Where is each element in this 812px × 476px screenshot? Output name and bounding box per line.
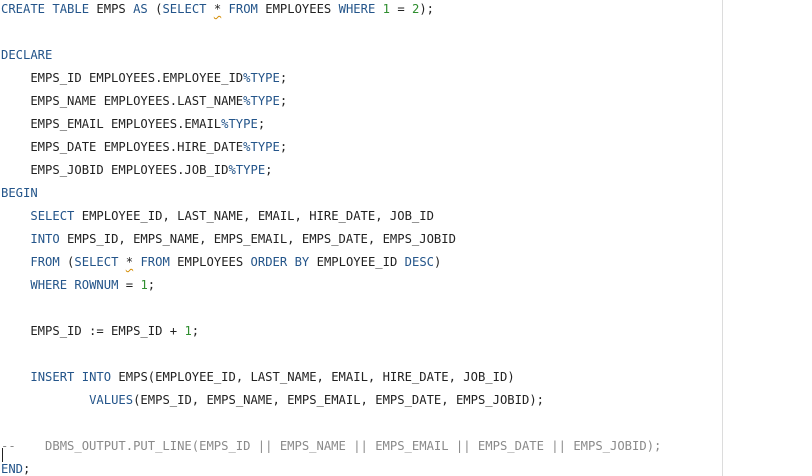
code-text	[375, 2, 382, 16]
code-line[interactable]: INSERT INTO EMPS(EMPLOYEE_ID, LAST_NAME,…	[1, 368, 811, 391]
code-line[interactable]: SELECT EMPLOYEE_ID, LAST_NAME, EMAIL, HI…	[1, 207, 811, 230]
code-text	[1, 278, 30, 292]
numeric-literal: 1	[140, 278, 148, 292]
sql-keyword: AS	[133, 2, 148, 16]
right-margin-guide	[722, 0, 723, 476]
code-text: EMPLOYEE_ID, LAST_NAME, EMAIL, HIRE_DATE…	[74, 209, 434, 223]
code-line[interactable]: FROM (SELECT * FROM EMPLOYEES ORDER BY E…	[1, 253, 811, 276]
code-text: EMPLOYEES	[257, 2, 339, 16]
sql-keyword: INSERT	[30, 370, 75, 384]
sql-keyword: FROM	[30, 255, 60, 269]
sql-keyword: %TYPE	[221, 117, 258, 131]
code-text: );	[419, 2, 435, 16]
code-line[interactable]	[1, 23, 811, 46]
code-line[interactable]: END;	[1, 460, 811, 476]
code-line[interactable]: WHERE ROWNUM = 1;	[1, 276, 811, 299]
code-text: EMPLOYEES	[169, 255, 251, 269]
code-text: EMPS_DATE EMPLOYEES.HIRE_DATE	[1, 140, 244, 154]
code-text: ;	[279, 71, 288, 85]
numeric-literal: 1	[184, 324, 192, 338]
sql-keyword: BEGIN	[1, 186, 38, 200]
wildcard-warning: *	[125, 255, 134, 269]
code-line[interactable]: EMPS_EMAIL EMPLOYEES.EMAIL%TYPE;	[1, 115, 811, 138]
numeric-literal: 2	[412, 2, 420, 16]
code-text: ;	[265, 163, 273, 177]
sql-keyword: SELECT	[30, 209, 75, 223]
code-text	[118, 255, 125, 269]
code-text: (	[59, 255, 75, 269]
code-text	[207, 2, 214, 16]
code-text: EMPLOYEE_ID	[309, 255, 405, 269]
sql-keyword: %TYPE	[243, 94, 280, 108]
numeric-literal: 1	[382, 2, 390, 16]
code-text: ;	[279, 94, 288, 108]
sql-keyword: SELECT	[74, 255, 119, 269]
sql-keyword: WHERE	[30, 278, 68, 292]
sql-keyword: DECLARE	[1, 48, 53, 62]
code-line[interactable]: EMPS_ID EMPLOYEES.EMPLOYEE_ID%TYPE;	[1, 69, 811, 92]
sql-keyword: INTO	[30, 232, 60, 246]
code-text: EMPS_ID EMPLOYEES.EMPLOYEE_ID	[1, 71, 244, 85]
code-text: ;	[191, 324, 200, 338]
code-line[interactable]: -- DBMS_OUTPUT.PUT_LINE(EMPS_ID || EMPS_…	[1, 437, 811, 460]
sql-keyword: DESC	[404, 255, 435, 269]
code-text: ;	[147, 278, 156, 292]
sql-keyword: FROM	[228, 2, 258, 16]
code-line[interactable]: EMPS_NAME EMPLOYEES.LAST_NAME%TYPE;	[1, 92, 811, 115]
code-text: (EMPS_ID, EMPS_NAME, EMPS_EMAIL, EMPS_DA…	[133, 393, 544, 407]
sql-keyword: INTO	[81, 370, 112, 384]
code-text	[221, 2, 228, 16]
sql-keyword: ROWNUM	[74, 278, 119, 292]
code-text: ;	[257, 117, 266, 131]
code-line[interactable]: DECLARE	[1, 46, 811, 69]
sql-keyword: CREATE	[1, 2, 46, 16]
code-line[interactable]	[1, 299, 811, 322]
code-line[interactable]: CREATE TABLE EMPS AS (SELECT * FROM EMPL…	[1, 0, 811, 23]
code-line[interactable]: EMPS_DATE EMPLOYEES.HIRE_DATE%TYPE;	[1, 138, 811, 161]
code-line[interactable]: INTO EMPS_ID, EMPS_NAME, EMPS_EMAIL, EMP…	[1, 230, 811, 253]
code-line[interactable]: EMPS_JOBID EMPLOYEES.JOB_ID%TYPE;	[1, 161, 811, 184]
code-text: (	[147, 2, 163, 16]
sql-keyword: BY	[294, 255, 310, 269]
sql-keyword: %TYPE	[243, 71, 280, 85]
code-text	[74, 370, 81, 384]
code-text: EMPS	[89, 2, 134, 16]
code-line[interactable]	[1, 345, 811, 368]
code-text: )	[434, 255, 442, 269]
sql-keyword: TABLE	[52, 2, 90, 16]
sql-keyword: WHERE	[338, 2, 376, 16]
code-text: EMPS_EMAIL EMPLOYEES.EMAIL	[1, 117, 222, 131]
code-line[interactable]: BEGIN	[1, 184, 811, 207]
code-line[interactable]: EMPS_ID := EMPS_ID + 1;	[1, 322, 811, 345]
code-text: EMPS(EMPLOYEE_ID, LAST_NAME, EMAIL, HIRE…	[111, 370, 515, 384]
comment-text: -- DBMS_OUTPUT.PUT_LINE(EMPS_ID || EMPS_…	[1, 439, 662, 453]
sql-keyword: ORDER	[250, 255, 288, 269]
sql-keyword: SELECT	[162, 2, 207, 16]
code-text	[1, 393, 89, 407]
code-text	[1, 370, 30, 384]
sql-keyword: FROM	[140, 255, 170, 269]
sql-keyword: %TYPE	[228, 163, 266, 177]
sql-keyword: VALUES	[89, 393, 134, 407]
code-text	[1, 232, 30, 246]
code-text: =	[118, 278, 141, 292]
code-text: ;	[23, 462, 31, 476]
sql-keyword: %TYPE	[243, 140, 280, 154]
code-line[interactable]: VALUES(EMPS_ID, EMPS_NAME, EMPS_EMAIL, E…	[1, 391, 811, 414]
code-text: EMPS_ID, EMPS_NAME, EMPS_EMAIL, EMPS_DAT…	[59, 232, 456, 246]
sql-keyword: END	[1, 462, 24, 476]
code-line[interactable]	[1, 414, 811, 437]
code-text: EMPS_NAME EMPLOYEES.LAST_NAME	[1, 94, 244, 108]
code-text: =	[389, 2, 412, 16]
code-text: ;	[279, 140, 288, 154]
code-text: EMPS_ID := EMPS_ID +	[1, 324, 185, 338]
code-text: EMPS_JOBID EMPLOYEES.JOB_ID	[1, 163, 229, 177]
code-text	[1, 209, 30, 223]
text-caret	[2, 448, 3, 462]
code-text	[287, 255, 294, 269]
wildcard-warning: *	[213, 2, 222, 16]
code-text	[1, 255, 30, 269]
